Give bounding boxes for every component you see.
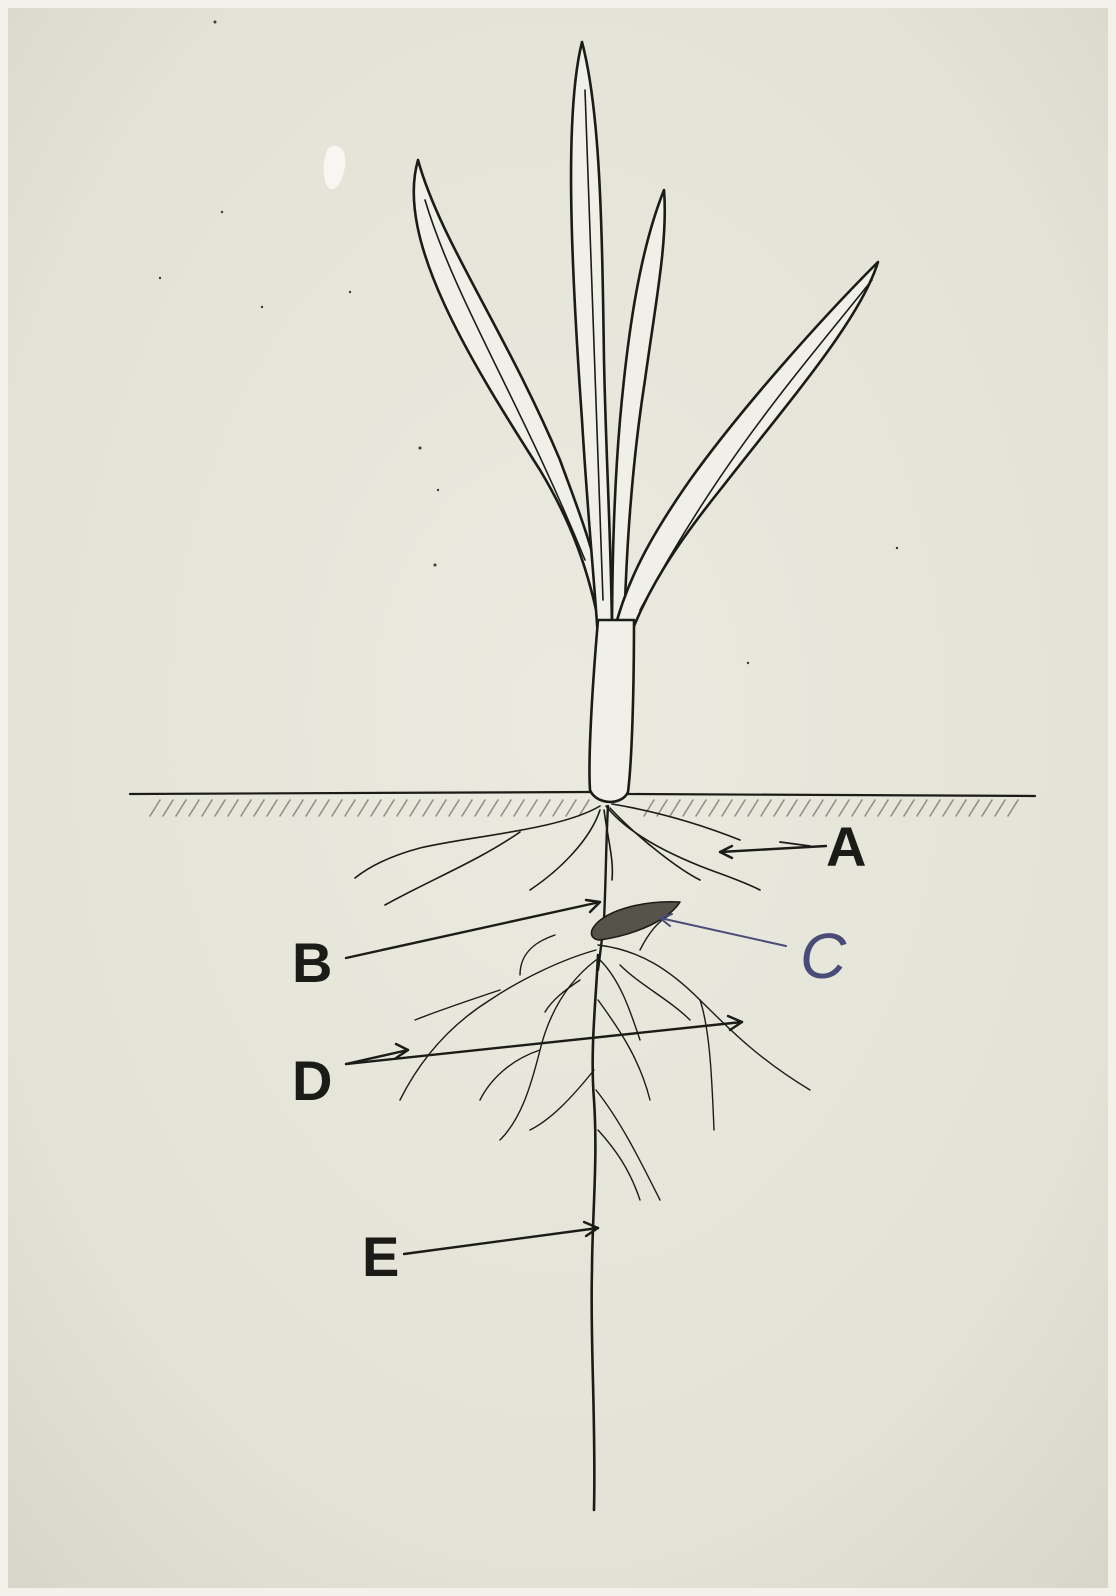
label-c: C (800, 920, 847, 992)
label-d: D (292, 1049, 332, 1112)
label-a: A (826, 815, 866, 878)
stem-sheath (589, 620, 634, 802)
label-b: B (292, 931, 332, 994)
label-e: E (362, 1225, 399, 1288)
